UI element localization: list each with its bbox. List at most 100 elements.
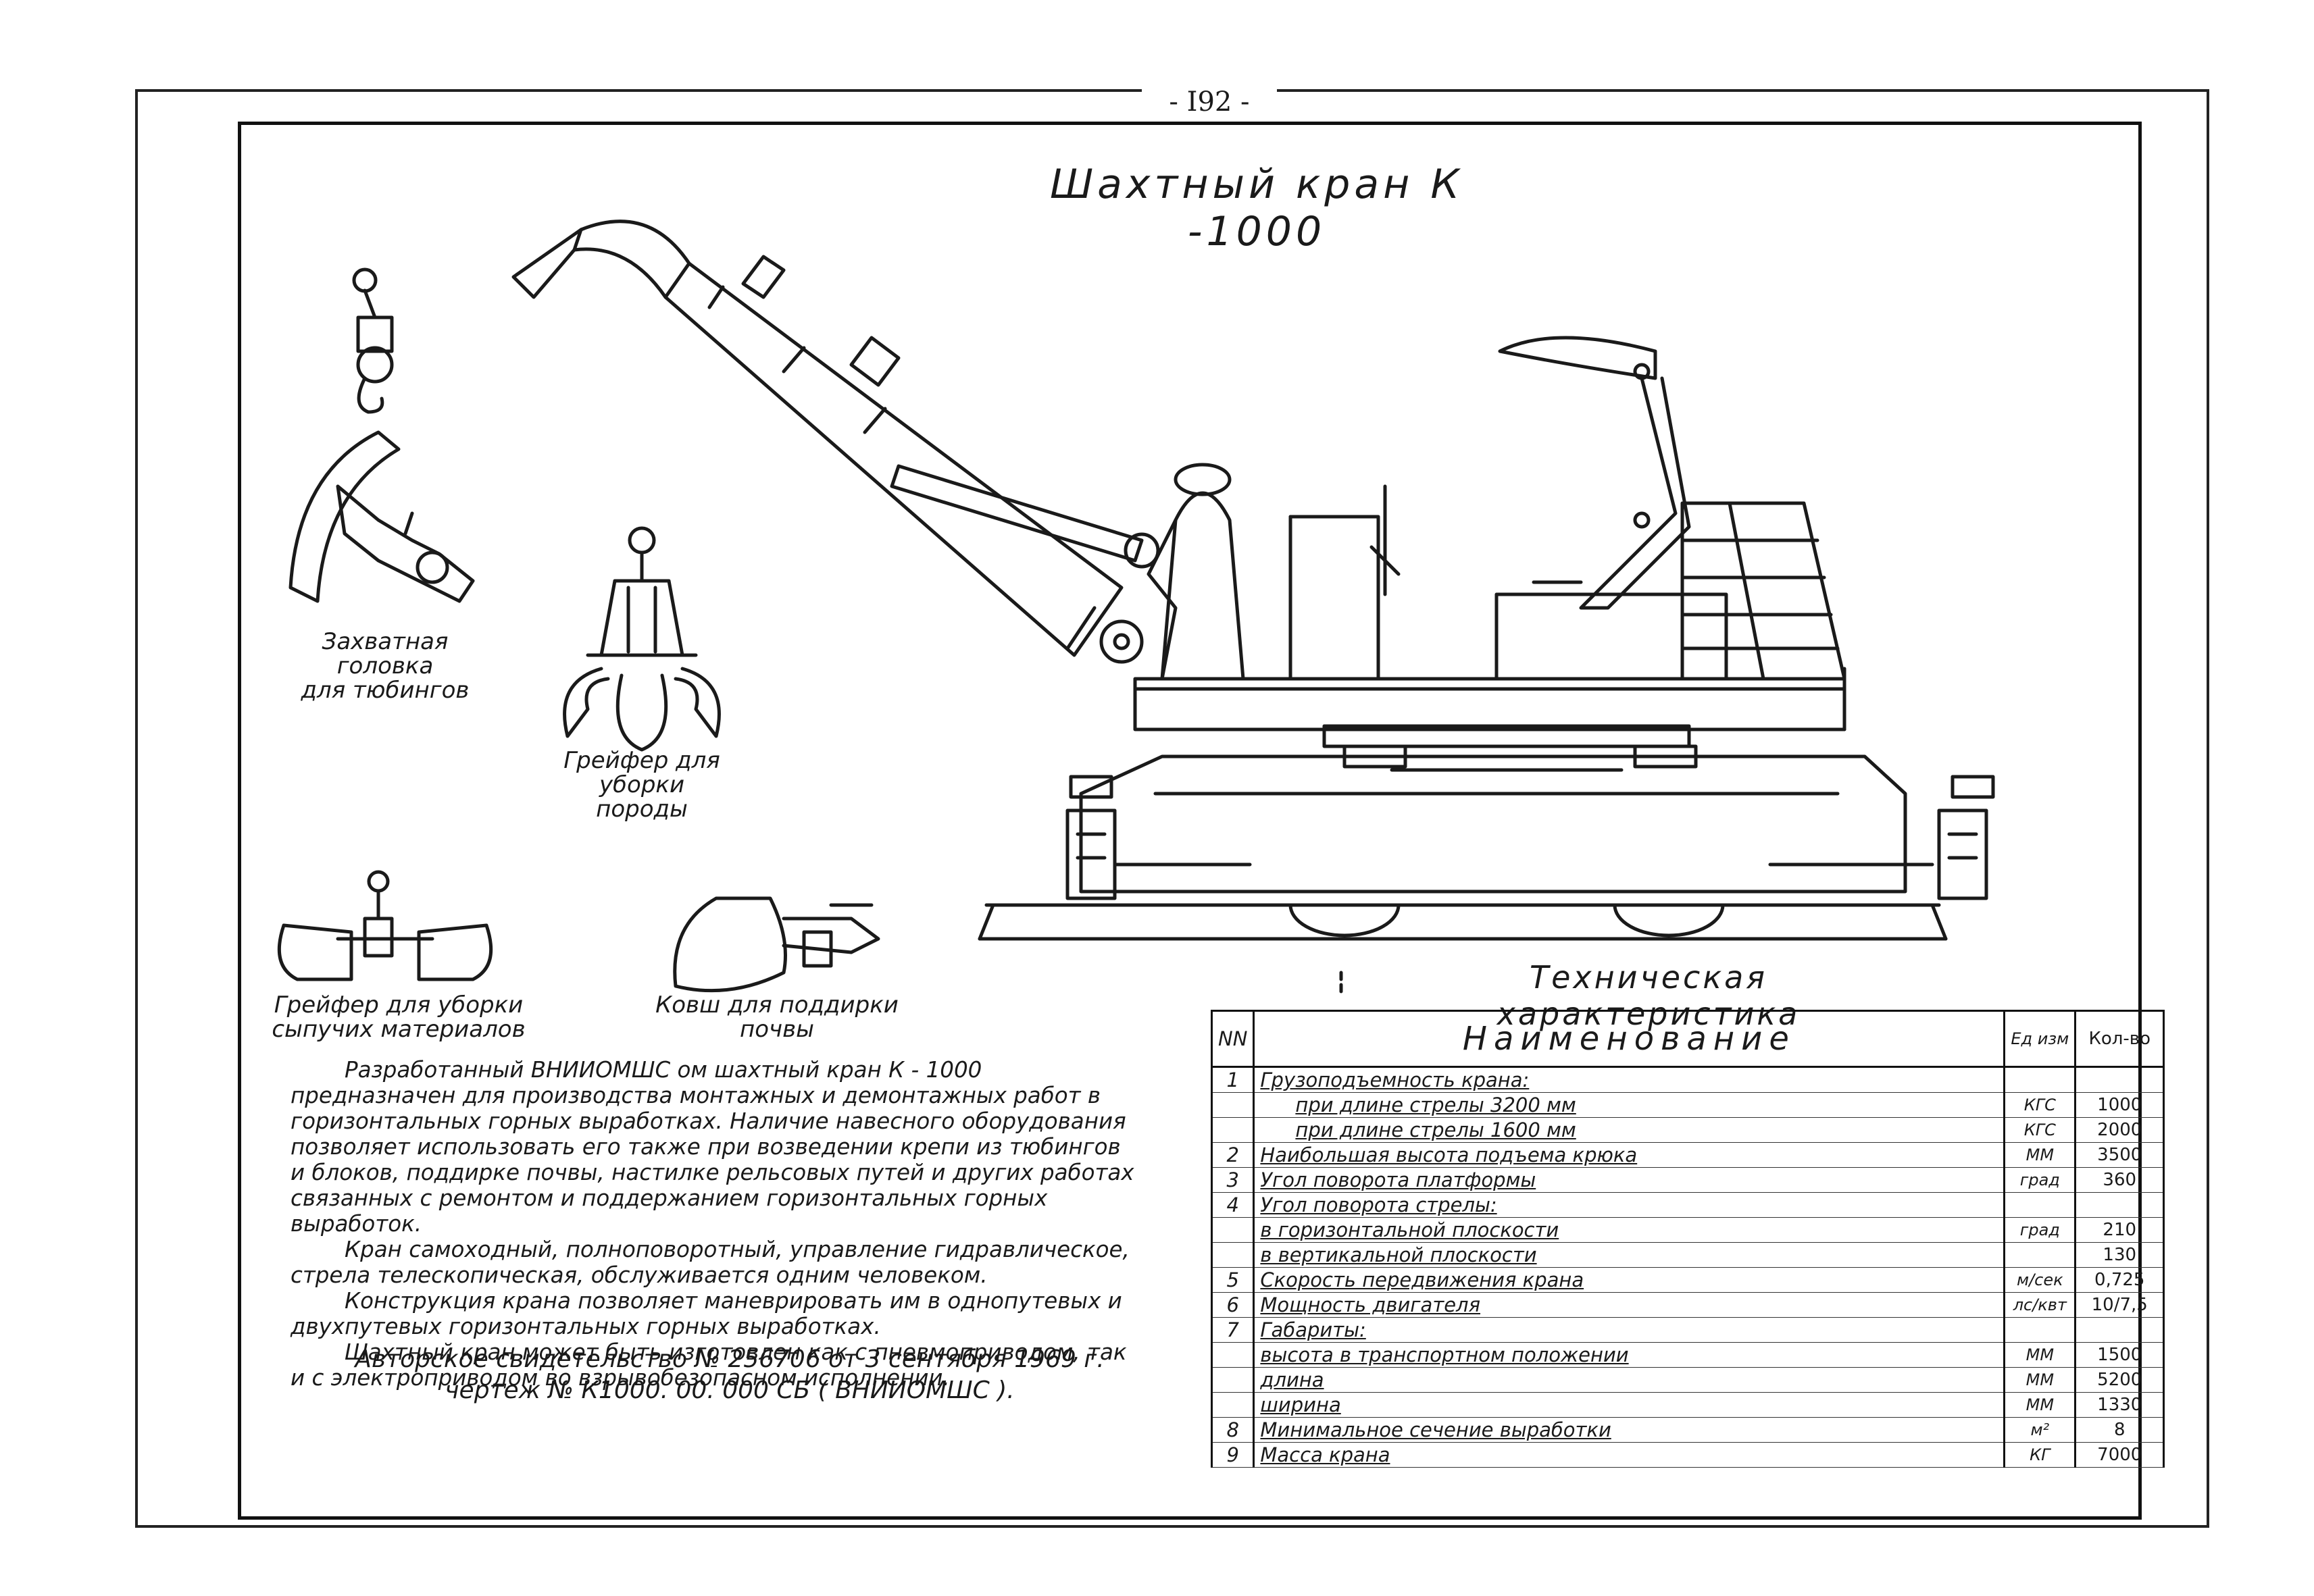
row-unit (2003, 1066, 2077, 1093)
row-name: длина (1253, 1367, 2006, 1393)
description: Разработанный ВНИИОМШС ом шахтный кран К… (291, 1057, 1142, 1391)
drawing-title: Шахтный кран К -1000 (1049, 161, 1464, 255)
bucket-figure (673, 896, 880, 993)
row-nn: 8 (1210, 1417, 1255, 1443)
row-unit (2003, 1242, 2077, 1268)
row-unit: ММ (2003, 1142, 2077, 1168)
rail (978, 903, 1948, 941)
row-name: Минимальное сечение выработки (1253, 1417, 2006, 1443)
row-nn: 5 (1210, 1267, 1255, 1293)
row-nn: 3 (1210, 1167, 1255, 1193)
row-name: в вертикальной плоскости (1253, 1242, 2006, 1268)
row-qty: 0,725 (2074, 1267, 2165, 1293)
row-nn: 2 (1210, 1142, 1255, 1168)
row-nn (1210, 1092, 1255, 1118)
row-qty: 1000 (2074, 1092, 2165, 1118)
row-qty: 8 (2074, 1417, 2165, 1443)
author-certificate: Авторское свидетельство № 256706 от 3 се… (355, 1345, 1105, 1404)
row-name: Мощность двигателя (1253, 1292, 2006, 1318)
row-qty: 1500 (2074, 1342, 2165, 1368)
operator-seat (1369, 336, 1691, 610)
rock-grab-caption: Грейфер для уборки породы (563, 747, 720, 823)
row-nn (1210, 1367, 1255, 1393)
row-nn (1210, 1392, 1255, 1418)
row-name: Угол поворота стрелы: (1253, 1192, 2006, 1218)
row-nn (1210, 1117, 1255, 1143)
row-qty: 7000 (2074, 1442, 2165, 1468)
row-qty: 10/7,5 (2074, 1292, 2165, 1318)
row-qty (2074, 1317, 2165, 1343)
row-qty: 2000 (2074, 1117, 2165, 1143)
hook-block (352, 267, 394, 414)
bulk-grab-caption: Грейфер для уборки сыпучих материалов (272, 992, 526, 1043)
description-paragraph: Кран самоходный, полноповоротный, управл… (291, 1237, 1130, 1288)
wheels (1288, 903, 1725, 937)
row-unit: лс/квт (2003, 1292, 2077, 1318)
row-nn: 6 (1210, 1292, 1255, 1318)
row-name: при длине стрелы 3200 мм (1253, 1092, 2006, 1118)
row-unit: КГС (2003, 1117, 2077, 1143)
row-name: Угол поворота платформы (1253, 1167, 2006, 1193)
turntable (1322, 724, 1698, 772)
row-nn: 9 (1210, 1442, 1255, 1468)
row-qty: 130 (2074, 1242, 2165, 1268)
tower (1147, 463, 1245, 681)
tubing-head-figure (288, 430, 475, 603)
row-unit: град (2003, 1217, 2077, 1243)
row-nn: 7 (1210, 1317, 1255, 1343)
row-unit: КГ (2003, 1442, 2077, 1468)
description-paragraph: Конструкция крана позволяет маневрироват… (291, 1288, 1122, 1339)
col-qty: Кол-во (2074, 1010, 2165, 1068)
row-name: высота в транспортном положении (1253, 1342, 2006, 1368)
undercarriage (1065, 754, 1995, 900)
row-name: Габариты: (1253, 1317, 2006, 1343)
row-qty: 5200 (2074, 1367, 2165, 1393)
row-unit: м² (2003, 1417, 2077, 1443)
row-name: Грузоподъемность крана: (1253, 1066, 2006, 1093)
row-unit (2003, 1192, 2077, 1218)
counterweight (1680, 501, 1846, 681)
drawing-frame (238, 122, 2142, 1520)
row-qty: 210 (2074, 1217, 2165, 1243)
col-name: Наименование (1253, 1010, 2006, 1068)
tubing-head-caption: Захватная головка для тюбингов (301, 628, 470, 704)
row-name: Масса крана (1253, 1442, 2006, 1468)
table-row: в вертикальной плоскости 130 (1210, 1242, 2165, 1268)
col-nn: NN (1210, 1010, 1255, 1068)
row-name: в горизонтальной плоскости (1253, 1217, 2006, 1243)
row-nn (1210, 1342, 1255, 1368)
rock-grab-figure (563, 526, 721, 752)
col-unit: Ед изм (2003, 1010, 2077, 1068)
platform (1133, 667, 1846, 731)
row-unit: м/сек (2003, 1267, 2077, 1293)
engine-cabin (1288, 515, 1728, 681)
row-qty: 3500 (2074, 1142, 2165, 1168)
row-name: Скорость передвижения крана (1253, 1267, 2006, 1293)
row-name: Наибольшая высота подъема крюка (1253, 1142, 2006, 1168)
description-paragraph: Разработанный ВНИИОМШС ом шахтный кран К… (291, 1057, 1134, 1237)
row-unit: ММ (2003, 1392, 2077, 1418)
row-nn (1210, 1242, 1255, 1268)
bucket-caption: Ковш для поддирки почвы (655, 992, 899, 1043)
page-number: - I92 - (1142, 86, 1277, 118)
row-name: при длине стрелы 1600 мм (1253, 1117, 2006, 1143)
row-unit: КГС (2003, 1092, 2077, 1118)
telescopic-boom (511, 220, 1160, 664)
row-name: ширина (1253, 1392, 2006, 1418)
